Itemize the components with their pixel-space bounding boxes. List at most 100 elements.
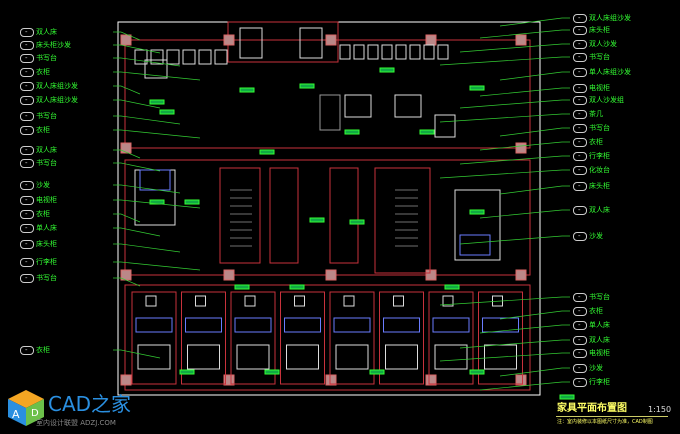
leader-line	[439, 113, 570, 123]
elevator-core	[329, 167, 359, 264]
guest-bed	[385, 344, 418, 370]
label-tag-mark: -	[578, 138, 581, 146]
column	[223, 374, 235, 386]
leader-line	[479, 141, 570, 151]
furniture-label: 衣柜	[589, 307, 603, 315]
label-tag: -	[20, 82, 34, 91]
guest-room	[379, 291, 424, 385]
label-tag: -	[20, 126, 34, 135]
guest-room	[329, 291, 375, 385]
column	[223, 34, 235, 46]
furniture-label: 沙发	[589, 364, 603, 372]
label-tag: -	[573, 307, 587, 316]
label-tag-mark: -	[578, 84, 581, 92]
column	[515, 34, 527, 46]
guest-bed	[137, 344, 171, 370]
label-tag: -	[20, 346, 34, 355]
furniture-label: 行李柜	[36, 258, 57, 266]
label-tag: -	[20, 240, 34, 249]
label-tag: -	[20, 159, 34, 168]
bathtub	[284, 317, 321, 333]
column	[325, 374, 337, 386]
furniture-label: 双人床组沙发	[589, 14, 631, 22]
leader-line	[113, 243, 181, 253]
label-tag: -	[20, 258, 34, 267]
leader-line	[499, 310, 570, 320]
bed	[139, 169, 171, 191]
leader-line	[439, 169, 570, 179]
furniture-label: 电视柜	[36, 196, 57, 204]
furniture-chair	[182, 49, 196, 65]
leader-line	[113, 149, 141, 159]
guest-bed	[286, 344, 319, 370]
furniture-label: 书写台	[589, 124, 610, 132]
label-tag: -	[20, 54, 34, 63]
leader-line	[439, 296, 570, 306]
furniture-table	[344, 94, 372, 118]
guest-bed	[434, 344, 468, 370]
room-label-marker	[559, 394, 575, 400]
watermark-brand: CAD之家	[48, 392, 132, 416]
furniture-chair	[198, 49, 212, 65]
label-tag: -	[20, 41, 34, 50]
room-label-marker	[419, 129, 435, 135]
furniture-label: 书写台	[589, 293, 610, 301]
leader-line	[113, 31, 141, 41]
label-tag: -	[573, 293, 587, 302]
label-tag: -	[573, 364, 587, 373]
label-tag-mark: -	[578, 96, 581, 104]
label-tag: -	[573, 53, 587, 62]
guest-room	[280, 291, 325, 385]
guest-room	[131, 291, 177, 385]
toilet	[145, 295, 157, 307]
leader-line	[113, 44, 161, 54]
guest-room-block-wall	[124, 284, 531, 391]
furniture-table	[144, 59, 168, 79]
furniture-label: 衣柜	[36, 346, 50, 354]
svg-text:D: D	[31, 408, 39, 419]
bathtub	[234, 317, 272, 333]
leader-line	[113, 129, 201, 139]
cad-cube-logo-icon: A D	[8, 390, 44, 426]
guest-room	[230, 291, 276, 385]
label-tag: -	[573, 336, 587, 345]
furniture-label: 双人床	[589, 336, 610, 344]
furniture-chair	[423, 44, 435, 60]
label-tag-mark: -	[25, 224, 28, 232]
furniture-label: 行李柜	[589, 152, 610, 160]
leader-line	[479, 29, 570, 39]
label-tag-mark: -	[578, 53, 581, 61]
watermark-sub: 室内设计联盟 ADZJ.COM	[36, 419, 116, 427]
upper-block-wall	[124, 39, 531, 149]
leader-line	[459, 339, 570, 349]
furniture-label: 书写台	[589, 53, 610, 61]
furniture-chair	[166, 49, 180, 65]
guest-bed	[187, 344, 220, 370]
room-furniture	[454, 189, 501, 261]
label-tag: -	[573, 40, 587, 49]
furniture-chair	[353, 44, 365, 60]
middle-block-wall	[124, 159, 531, 276]
leader-line	[479, 87, 570, 97]
label-tag-mark: -	[578, 166, 581, 174]
room-label-marker	[444, 284, 460, 290]
column	[515, 142, 527, 154]
label-tag-mark: -	[578, 124, 581, 132]
label-tag-mark: -	[25, 196, 28, 204]
label-tag-mark: -	[25, 240, 28, 248]
furniture-chair	[150, 49, 164, 65]
furniture-chair	[367, 44, 379, 60]
leader-line	[113, 261, 201, 271]
label-tag: -	[573, 14, 587, 23]
guest-room	[478, 291, 523, 385]
room-label-marker	[289, 284, 305, 290]
furniture-chair	[437, 44, 449, 60]
label-tag: -	[573, 321, 587, 330]
furniture-label: 双人沙发组	[589, 96, 624, 104]
room-label-marker	[299, 83, 315, 89]
leader-line	[439, 56, 570, 66]
label-tag-mark: -	[578, 349, 581, 357]
leader-line	[113, 213, 141, 223]
